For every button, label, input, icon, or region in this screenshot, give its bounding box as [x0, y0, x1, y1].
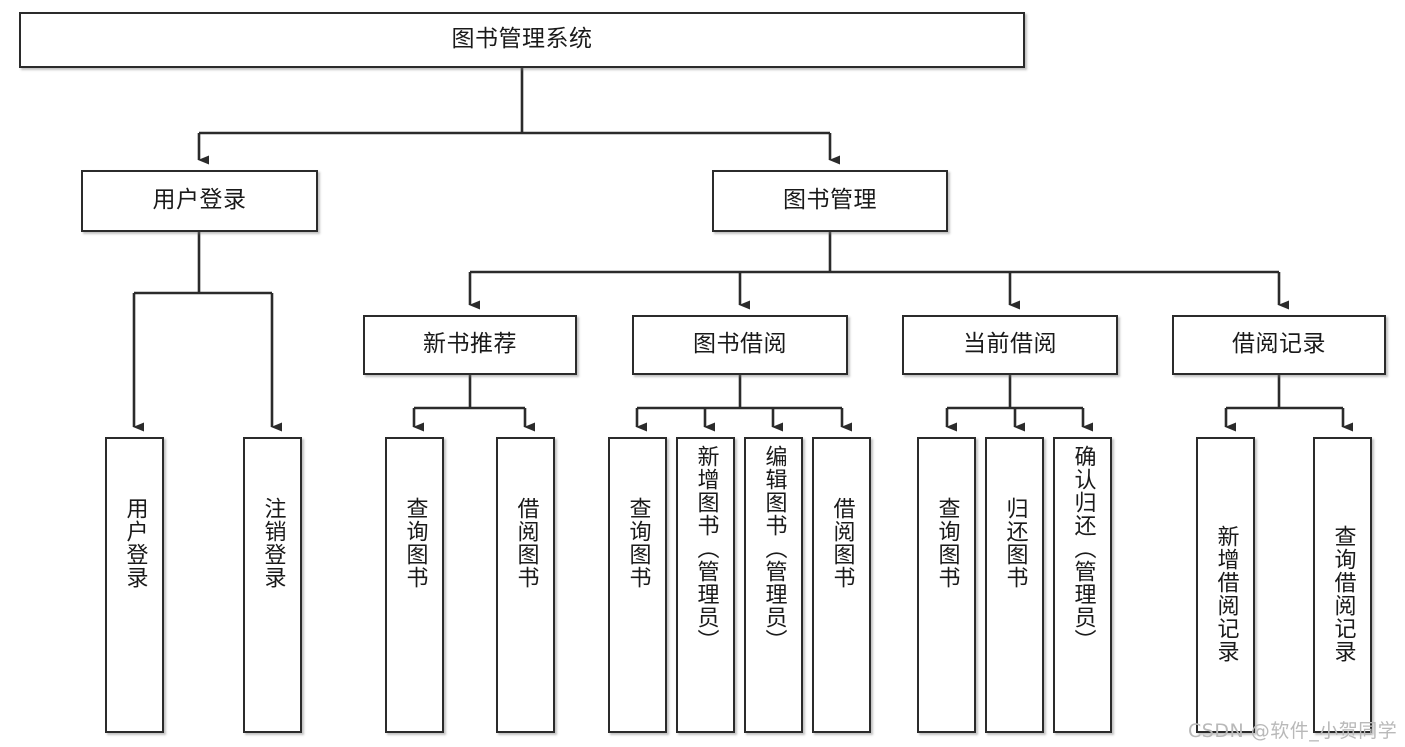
node-label: 用户登录	[152, 187, 247, 214]
node-label: 用户登录	[122, 497, 148, 589]
node-leaf-edit-book[interactable]: 编辑图书（管理员）	[744, 437, 803, 733]
node-leaf-confirm-return[interactable]: 确认归还（管理员）	[1053, 437, 1112, 733]
node-label: 新增借阅记录	[1213, 525, 1239, 663]
node-leaf-query-borrow-record[interactable]: 查询借阅记录	[1313, 437, 1372, 733]
node-label: 注销登录	[260, 497, 286, 589]
node-label: 借阅图书	[829, 497, 855, 589]
node-label: 借阅记录	[1232, 331, 1326, 358]
node-label: 图书管理系统	[451, 26, 593, 53]
node-root-system[interactable]: 图书管理系统	[19, 12, 1025, 68]
node-leaf-add-borrow-record[interactable]: 新增借阅记录	[1196, 437, 1255, 733]
node-leaf-borrow-book[interactable]: 借阅图书	[812, 437, 871, 733]
node-label: 查询图书	[934, 497, 960, 589]
node-leaf-borrow-book-recommend[interactable]: 借阅图书	[496, 437, 555, 733]
node-label: 归还图书	[1002, 497, 1028, 589]
csdn-watermark: CSDN @软件_小贺同学	[1188, 720, 1398, 742]
node-label: 确认归还（管理员）	[1070, 445, 1096, 652]
node-user-login[interactable]: 用户登录	[81, 170, 318, 232]
node-label: 查询借阅记录	[1330, 525, 1356, 663]
node-label: 图书借阅	[693, 331, 787, 358]
node-label: 新书推荐	[423, 331, 517, 358]
node-leaf-user-login[interactable]: 用户登录	[105, 437, 164, 733]
node-new-book-recommend[interactable]: 新书推荐	[363, 315, 577, 375]
node-leaf-query-book-borrow[interactable]: 查询图书	[608, 437, 667, 733]
node-label: 编辑图书（管理员）	[761, 445, 787, 652]
node-borrow-record[interactable]: 借阅记录	[1172, 315, 1386, 375]
node-leaf-user-logout[interactable]: 注销登录	[243, 437, 302, 733]
node-leaf-query-book-current[interactable]: 查询图书	[917, 437, 976, 733]
node-label: 新增图书（管理员）	[693, 445, 719, 652]
node-current-borrow[interactable]: 当前借阅	[902, 315, 1118, 375]
node-label: 查询图书	[402, 497, 428, 589]
node-label: 图书管理	[783, 187, 877, 214]
node-leaf-return-book[interactable]: 归还图书	[985, 437, 1044, 733]
node-book-manage[interactable]: 图书管理	[712, 170, 948, 232]
node-label: 查询图书	[625, 497, 651, 589]
node-book-borrow[interactable]: 图书借阅	[632, 315, 848, 375]
node-leaf-query-book-recommend[interactable]: 查询图书	[385, 437, 444, 733]
node-label: 当前借阅	[963, 331, 1057, 358]
node-label: 借阅图书	[513, 497, 539, 589]
node-leaf-add-book[interactable]: 新增图书（管理员）	[676, 437, 735, 733]
